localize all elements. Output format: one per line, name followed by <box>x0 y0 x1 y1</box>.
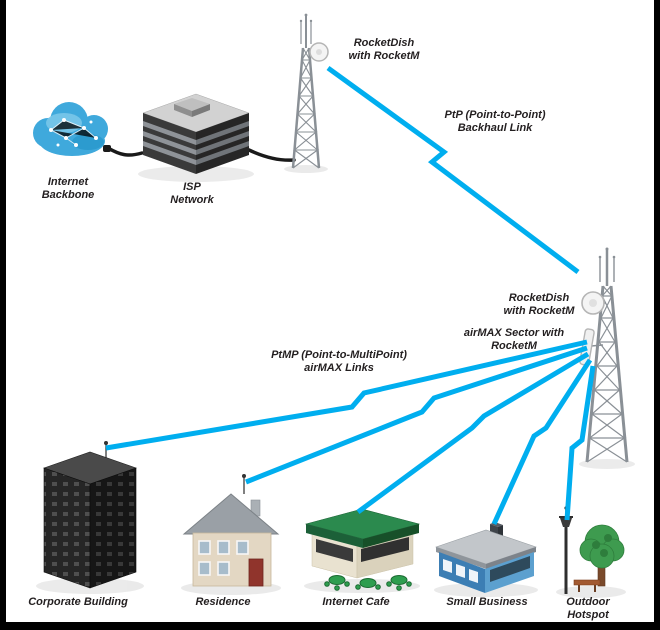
ptmp-link-hotspot <box>564 365 596 521</box>
tower-1-icon <box>291 13 329 169</box>
corporate-building-icon <box>43 441 137 589</box>
internet-backbone-icon <box>33 102 111 156</box>
isp-network-icon <box>142 93 250 174</box>
internet-cafe-icon <box>304 508 421 591</box>
ptp-backhaul-link <box>326 65 580 274</box>
diagram-graphics <box>33 13 635 598</box>
tower-2-icon <box>579 247 629 463</box>
ptmp-link-small-business <box>491 358 593 526</box>
small-business-icon <box>435 522 537 593</box>
ptmp-link-corporate <box>105 339 588 451</box>
ptmp-link-residence <box>245 345 588 485</box>
outdoor-hotspot-icon <box>559 506 625 594</box>
ptmp-link-cafe <box>356 351 590 515</box>
residence-icon <box>182 474 280 587</box>
